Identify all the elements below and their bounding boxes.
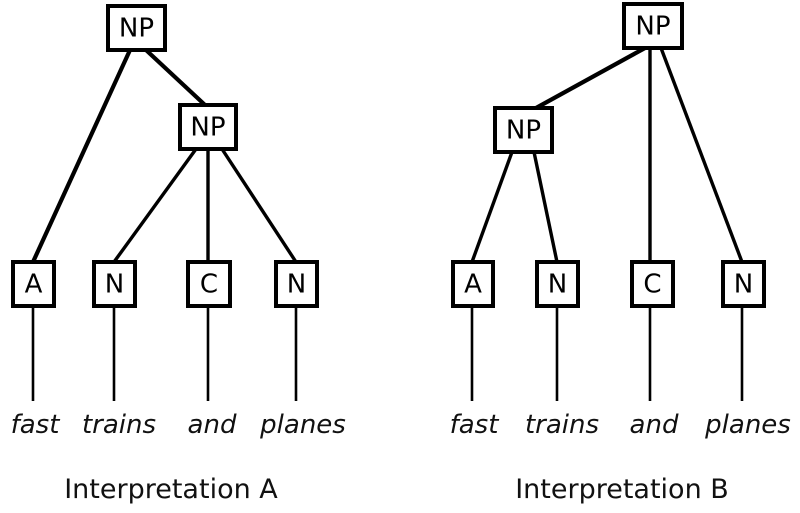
- node-a-pos-a[interactable]: A: [11, 260, 56, 308]
- node-box-a-np-root: [106, 4, 167, 52]
- caption-interpretation-b: Interpretation B: [515, 474, 729, 505]
- terminal-word-a-word-fast: fast: [11, 410, 61, 440]
- caption-interpretation-a: Interpretation A: [64, 474, 278, 505]
- node-a-np-sub[interactable]: NP: [178, 103, 238, 151]
- edge-b-np-sub-to-b-pos-a: [470, 151, 514, 263]
- node-label-a-np-root: NP: [119, 14, 154, 44]
- node-box-a-pos-c: [186, 260, 232, 308]
- node-label-b-pos-a: A: [464, 270, 482, 300]
- node-a-np-root[interactable]: NP: [106, 4, 167, 52]
- node-b-np-sub[interactable]: NP: [493, 106, 554, 154]
- node-box-a-pos-n2: [274, 260, 319, 308]
- node-box-b-np-root: [622, 2, 684, 50]
- node-box-b-pos-c: [630, 260, 675, 308]
- node-label-a-pos-n2: N: [287, 270, 306, 300]
- node-box-b-pos-n1: [535, 260, 580, 308]
- node-box-a-pos-n1: [92, 260, 137, 308]
- node-b-pos-a[interactable]: A: [451, 260, 495, 308]
- node-label-b-pos-n1: N: [548, 270, 567, 300]
- terminal-word-a-word-and: and: [188, 410, 237, 440]
- node-a-pos-n2[interactable]: N: [274, 260, 319, 308]
- edge-a-np-sub-to-a-pos-n1: [112, 148, 198, 263]
- node-b-pos-n1[interactable]: N: [535, 260, 580, 308]
- terminal-word-b-word-planes: planes: [704, 410, 791, 440]
- node-label-b-np-root: NP: [635, 12, 670, 42]
- node-label-b-np-sub: NP: [506, 116, 541, 146]
- node-b-pos-n2[interactable]: N: [721, 260, 766, 308]
- edge-b-np-root-to-b-pos-n2: [659, 47, 744, 263]
- node-label-b-pos-c: C: [643, 270, 661, 300]
- node-label-a-np-sub: NP: [190, 113, 225, 143]
- node-a-pos-n1[interactable]: N: [92, 260, 137, 308]
- edge-a-np-root-to-a-np-sub: [144, 48, 207, 107]
- node-label-a-pos-c: C: [200, 270, 218, 300]
- edge-b-np-root-to-b-np-sub: [534, 46, 647, 110]
- edge-a-np-root-to-a-pos-a: [31, 49, 132, 263]
- terminal-word-a-word-trains: trains: [82, 410, 156, 440]
- node-box-b-np-sub: [493, 106, 554, 154]
- node-a-pos-c[interactable]: C: [186, 260, 232, 308]
- terminal-word-b-word-trains: trains: [525, 410, 599, 440]
- node-b-pos-c[interactable]: C: [630, 260, 675, 308]
- node-label-b-pos-n2: N: [734, 270, 753, 300]
- node-b-np-root[interactable]: NP: [622, 2, 684, 50]
- terminal-word-b-word-fast: fast: [450, 410, 500, 440]
- edge-b-np-sub-to-b-pos-n1: [532, 151, 559, 263]
- edge-a-np-sub-to-a-pos-n2: [220, 148, 298, 263]
- terminal-word-b-word-and: and: [630, 410, 679, 440]
- node-label-a-pos-a: A: [25, 270, 43, 300]
- terminal-word-a-word-planes: planes: [259, 410, 346, 440]
- node-box-b-pos-a: [451, 260, 495, 308]
- node-box-a-pos-a: [11, 260, 56, 308]
- node-label-a-pos-n1: N: [105, 270, 124, 300]
- node-box-a-np-sub: [178, 103, 238, 151]
- node-box-b-pos-n2: [721, 260, 766, 308]
